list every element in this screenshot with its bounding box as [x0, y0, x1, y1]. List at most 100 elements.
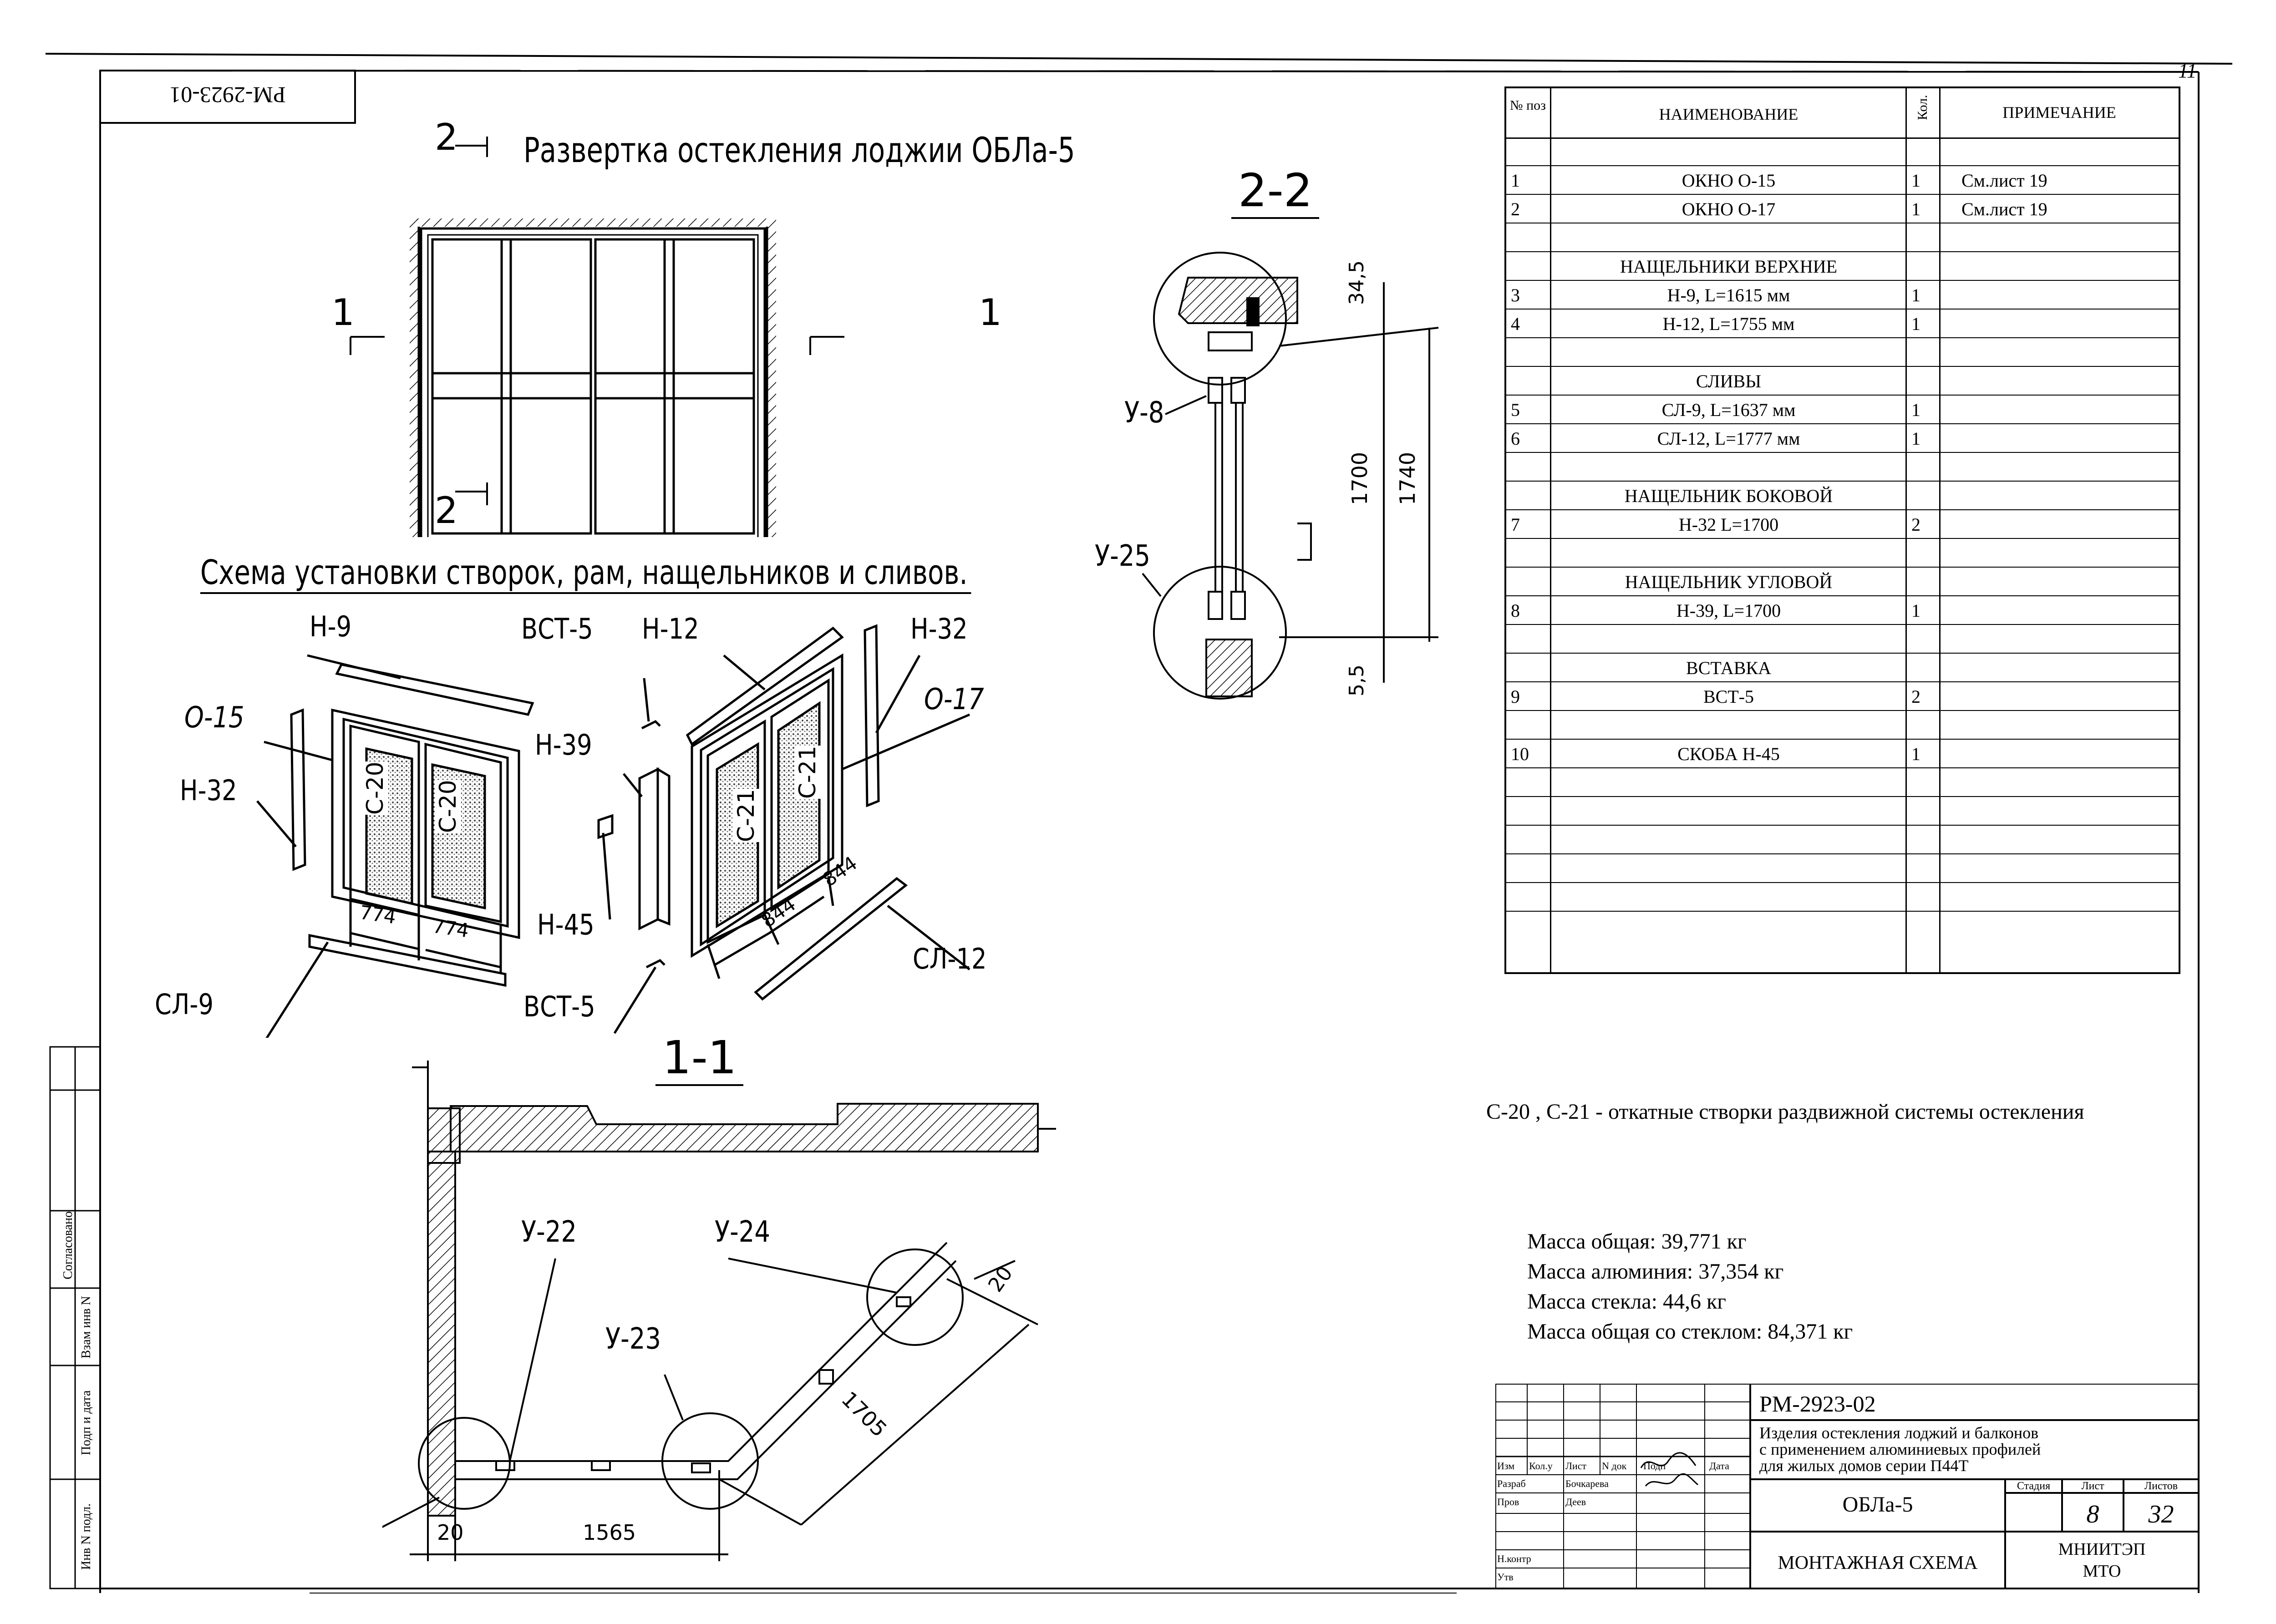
- tb-role-2: Н.контр: [1497, 1553, 1531, 1564]
- tb-name-0: Бочкарева: [1565, 1478, 1609, 1489]
- section-2-2-title: 2-2: [1231, 164, 1320, 219]
- cell-name: Н-39, L=1700: [1676, 600, 1781, 621]
- cell-name: [1552, 625, 1905, 654]
- cell-note: [1961, 424, 2175, 453]
- cell-note: [1961, 539, 2175, 568]
- cell-qty: [1907, 854, 1942, 883]
- mass-summary: Масса общая: 39,771 кг Масса алюминия: 3…: [1527, 1227, 1853, 1347]
- tb-h-izm: Изм: [1497, 1460, 1515, 1472]
- table-row: [1506, 883, 2179, 912]
- cell-pos: [1511, 568, 1547, 597]
- cell-pos: 5: [1511, 400, 1520, 420]
- cell-pos: 7: [1511, 514, 1520, 535]
- header-qty: Кол.: [1915, 95, 1930, 120]
- cell-note: [1961, 223, 2175, 253]
- cell-pos: [1511, 654, 1547, 683]
- cell-note: [1961, 510, 2175, 539]
- dim-20-bottom: 20: [437, 1520, 464, 1545]
- label-h45: Н-45: [537, 908, 594, 941]
- glazing-elevation: [350, 137, 844, 537]
- label-bct5-top: ВСТ-5: [521, 612, 593, 645]
- label-h32-left: Н-32: [180, 774, 237, 807]
- cell-name: [1552, 826, 1905, 855]
- tb-description-line-1: Изделия остекления лоджий и балконов: [1759, 1424, 2039, 1442]
- dim-1565: 1565: [583, 1520, 636, 1545]
- page-number: 11: [2178, 60, 2197, 82]
- label-h39: Н-39: [535, 728, 592, 761]
- table-row: [1506, 453, 2179, 482]
- side-stamp-replace: Взам инв N: [79, 1296, 93, 1359]
- tb-drawing-title: МОНТАЖНАЯ СХЕМА: [1778, 1553, 1978, 1573]
- label-h9: Н-9: [310, 610, 352, 643]
- dim-34-5: 34,5: [1345, 260, 1368, 305]
- cell-qty: [1907, 568, 1942, 597]
- tb-role-0: Разраб: [1497, 1478, 1526, 1489]
- tb-h-date: Дата: [1709, 1460, 1729, 1472]
- mass-total: Масса общая: 39,771 кг: [1527, 1229, 1747, 1254]
- cell-pos: 2: [1511, 199, 1520, 219]
- cell-note: [1961, 883, 2175, 912]
- cell-name: [1552, 137, 1905, 167]
- cell-note: См.лист 19: [1961, 199, 2047, 219]
- cell-qty: 1: [1911, 400, 1920, 420]
- cell-pos: [1511, 252, 1547, 281]
- cell-name: ВСТАВКА: [1686, 658, 1771, 678]
- table-row: [1506, 854, 2179, 883]
- cell-name: [1552, 539, 1905, 568]
- cell-qty: 1: [1911, 744, 1920, 764]
- cell-note: [1961, 797, 2175, 826]
- side-stamp-inv: Инв N подл.: [79, 1503, 93, 1570]
- sash-label-c21-a: С-21: [733, 789, 759, 842]
- cell-pos: [1511, 338, 1547, 367]
- section-1-1-drawing: [382, 1061, 1056, 1561]
- table-row: СЛИВЫ: [1506, 367, 2179, 396]
- top-view-title: Развертка остекления лоджии ОБЛа-5: [523, 130, 1075, 170]
- table-row: [1506, 711, 2179, 740]
- label-o17: О-17: [924, 683, 984, 716]
- table-row: [1506, 223, 2179, 252]
- tb-name-1: Деев: [1565, 1496, 1586, 1507]
- cell-name: [1552, 223, 1905, 253]
- tb-code: РМ-2923-02: [1759, 1391, 1876, 1416]
- cell-note: [1961, 740, 2175, 769]
- cell-qty: 1: [1911, 199, 1920, 219]
- cell-name: [1552, 768, 1905, 797]
- cell-note: [1961, 596, 2175, 625]
- cell-pos: 8: [1511, 600, 1520, 621]
- cell-qty: [1907, 883, 1942, 912]
- dim-1700: 1700: [1347, 452, 1372, 505]
- cell-qty: [1907, 654, 1942, 683]
- cell-qty: [1907, 367, 1942, 396]
- side-stamp-agreed: Согласовано: [61, 1211, 75, 1279]
- mass-aluminium: Масса алюминия: 37,354 кг: [1527, 1259, 1784, 1284]
- cell-note: [1961, 367, 2175, 396]
- header-name: НАИМЕНОВАНИЕ: [1659, 105, 1798, 123]
- cell-note: [1961, 310, 2175, 339]
- cell-note: [1961, 568, 2175, 597]
- cell-name: ОКНО О-17: [1682, 199, 1776, 219]
- cell-pos: [1511, 826, 1547, 855]
- label-cl9: СЛ-9: [155, 988, 213, 1021]
- cell-name: СКОБА Н-45: [1677, 744, 1780, 764]
- cell-qty: 1: [1911, 170, 1920, 191]
- cell-pos: 4: [1511, 314, 1520, 334]
- cell-pos: [1511, 367, 1547, 396]
- tb-object-name: ОБЛа-5: [1842, 1492, 1913, 1517]
- tb-role-3: Утв: [1497, 1571, 1514, 1583]
- cell-qty: [1907, 826, 1942, 855]
- assembly-title: Схема установки створок, рам, нащельнико…: [200, 553, 971, 594]
- tb-sheets-header: Листов: [2144, 1480, 2178, 1492]
- cell-note: [1961, 826, 2175, 855]
- tb-h-sign: Подп: [1643, 1460, 1666, 1472]
- tb-description: Изделия остекления лоджий и балконов с п…: [1759, 1425, 2041, 1474]
- cell-pos: [1511, 797, 1547, 826]
- cell-name: СЛИВЫ: [1696, 371, 1762, 391]
- label-h12: Н-12: [642, 612, 699, 645]
